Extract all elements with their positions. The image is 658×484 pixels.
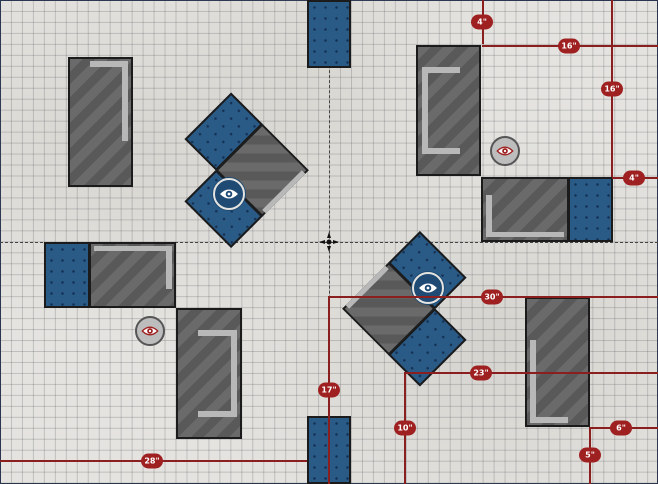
terrain-wall [231,330,237,416]
terrain-wall [422,67,460,73]
terrain-ruin-left[interactable] [89,242,176,308]
measure-label: 16" [558,38,580,54]
measure-label: 10" [394,420,416,436]
measure-line [405,372,658,374]
terrain-wall [122,61,128,141]
terrain-wall [94,246,172,251]
terrain-wall [198,330,237,336]
measure-label: 4" [471,14,493,30]
terrain-wall [422,67,428,153]
terrain-wall [530,340,536,422]
eye-icon[interactable] [490,136,520,166]
measure-label: 23" [470,365,492,381]
eye-icon[interactable] [213,178,245,210]
measure-label: 17" [318,382,340,398]
objective-zone-top[interactable] [307,0,351,68]
measure-label: 28" [141,453,163,469]
measure-label: 4" [623,170,645,186]
terrain-wall [90,61,128,67]
measure-label: 5" [579,447,601,463]
measure-label: 30" [481,289,503,305]
eye-icon[interactable] [412,272,444,304]
terrain-wall [422,148,460,154]
terrain-wall [486,232,564,237]
terrain-wall [166,246,172,289]
terrain-wall [486,195,492,237]
measure-label: 16" [601,81,623,97]
terrain-wall [198,411,237,417]
eye-icon[interactable] [135,316,165,346]
terrain-wall [530,417,568,423]
objective-zone-left[interactable] [44,242,90,308]
measure-label: 6" [610,420,632,436]
objective-zone-right[interactable] [568,177,613,242]
crosshair-icon [319,232,339,252]
